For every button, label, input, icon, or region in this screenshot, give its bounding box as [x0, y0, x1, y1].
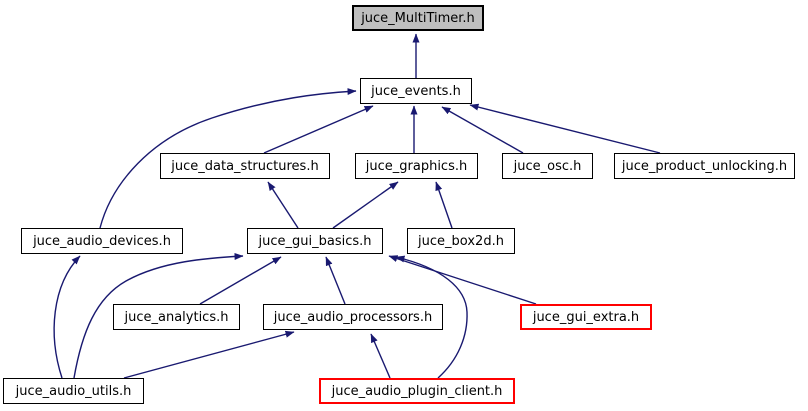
node-juce-product-unlocking-h[interactable]: juce_product_unlocking.h — [614, 153, 795, 179]
edge-juce-audio-plugin-client-to-juce-gui-basics — [395, 255, 468, 379]
node-juce-data-structures-h[interactable]: juce_data_structures.h — [160, 153, 330, 179]
node-juce-graphics-h[interactable]: juce_graphics.h — [355, 153, 478, 179]
edge-juce-gui-basics-to-juce-data-structures — [267, 181, 299, 229]
node-juce-audio-utils-h[interactable]: juce_audio_utils.h — [3, 378, 144, 404]
edge-juce-box2d-to-juce-graphics — [435, 181, 453, 229]
node-juce-analytics-h[interactable]: juce_analytics.h — [113, 304, 240, 330]
node-juce-osc-h[interactable]: juce_osc.h — [502, 153, 593, 179]
node-juce-box2d-h[interactable]: juce_box2d.h — [407, 228, 515, 254]
edge-juce-osc-to-juce-events — [441, 106, 524, 154]
node-juce-audio-plugin-client-h[interactable]: juce_audio_plugin_client.h — [319, 378, 515, 404]
node-juce-audio-processors-h[interactable]: juce_audio_processors.h — [263, 304, 443, 330]
node-juce-audio-devices-h[interactable]: juce_audio_devices.h — [21, 228, 183, 254]
edge-juce-audio-plugin-client-to-juce-audio-processors — [370, 333, 391, 379]
node-juce-events-h[interactable]: juce_events.h — [360, 78, 472, 104]
edge-juce-data-structures-to-juce-events — [263, 105, 374, 154]
edge-juce-gui-extra-to-juce-gui-basics — [388, 255, 537, 305]
edge-juce-product-unlocking-to-juce-events — [469, 103, 661, 154]
node-juce-multitimer-h: juce_MultiTimer.h — [352, 5, 484, 31]
edge-juce-audio-processors-to-juce-gui-basics — [325, 256, 346, 305]
edge-juce-audio-devices-to-juce-events — [99, 88, 357, 229]
node-juce-gui-basics-h[interactable]: juce_gui_basics.h — [247, 228, 383, 254]
node-juce-gui-extra-h[interactable]: juce_gui_extra.h — [520, 304, 652, 330]
edge-juce-audio-utils-to-juce-audio-processors — [123, 330, 295, 379]
edge-juce-gui-basics-to-juce-graphics — [332, 181, 399, 229]
edge-juce-audio-utils-to-juce-gui-basics — [73, 252, 244, 379]
edge-juce-audio-utils-to-juce-audio-devices — [53, 255, 81, 379]
edge-juce-analytics-to-juce-gui-basics — [199, 256, 282, 305]
